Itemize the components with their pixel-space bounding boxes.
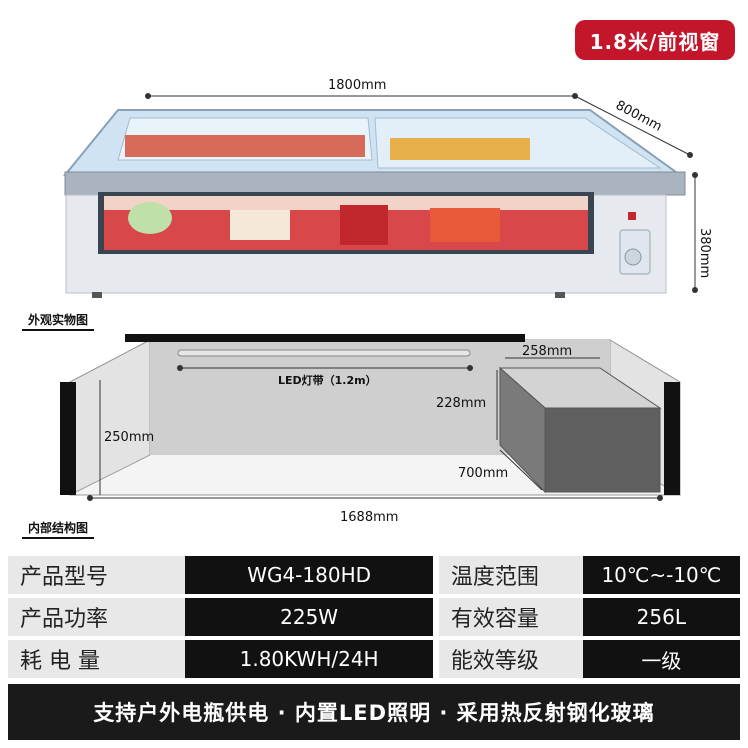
spec-row: 产品型号 WG4-180HD 温度范围 10℃~-10℃ <box>8 556 740 594</box>
spec-value: 225W <box>185 598 433 636</box>
spec-label: 温度范围 <box>438 556 583 594</box>
inner-length-label: 1688mm <box>340 510 399 525</box>
box-width-label: 258mm <box>522 344 573 359</box>
spec-label: 有效容量 <box>438 598 583 636</box>
spec-value: 1.80KWH/24H <box>185 640 433 678</box>
feature-banner: 支持户外电瓶供电 · 内置LED照明 · 采用热反射钢化玻璃 <box>8 684 740 740</box>
inner-height-label: 250mm <box>104 430 155 445</box>
spec-value: 256L <box>582 598 740 636</box>
spec-row: 耗 电 量 1.80KWH/24H 能效等级 一级 <box>8 640 740 678</box>
spec-value: 一级 <box>582 640 740 678</box>
box-height-label: 228mm <box>436 396 487 411</box>
height-label: 380mm <box>697 228 712 279</box>
led-strip-label: LED灯带（1.2m） <box>278 374 377 387</box>
spec-value: WG4-180HD <box>185 556 433 594</box>
spec-label: 能效等级 <box>438 640 583 678</box>
spec-value: 10℃~-10℃ <box>582 556 740 594</box>
box-depth-label: 700mm <box>458 466 509 481</box>
interior-caption: 内部结构图 <box>22 518 95 539</box>
size-badge: 1.8米/前视窗 <box>575 20 735 60</box>
spec-label: 产品功率 <box>8 598 186 636</box>
freezer-exterior-illustration <box>62 93 698 298</box>
freezer-interior-diagram <box>60 334 681 501</box>
spec-label: 耗 电 量 <box>8 640 186 678</box>
spec-label: 产品型号 <box>8 556 186 594</box>
spec-row: 产品功率 225W 有效容量 256L <box>8 598 740 636</box>
length-label: 1800mm <box>328 78 387 93</box>
exterior-caption: 外观实物图 <box>22 310 95 331</box>
spec-table: 产品型号 WG4-180HD 温度范围 10℃~-10℃ 产品功率 225W 有… <box>8 556 740 682</box>
